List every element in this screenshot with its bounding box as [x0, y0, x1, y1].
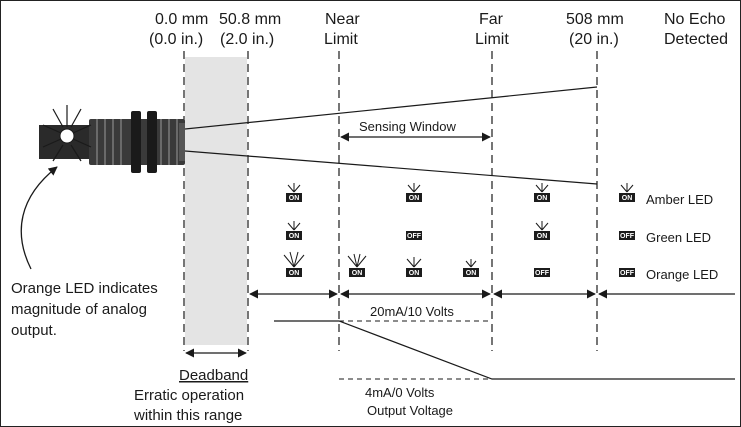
led-state-text: ON	[409, 270, 420, 277]
led-amber-row: ON ON ON ON	[286, 183, 635, 202]
led-amber-beyond: ON	[534, 183, 550, 202]
led-amber-noecho: ON	[619, 183, 635, 202]
led-state-text: ON	[289, 270, 300, 277]
led-green-row: ON OFF ON OFF	[286, 221, 635, 240]
led-state-text: ON	[352, 270, 363, 277]
led-orange-near: ON	[347, 253, 367, 277]
label-deadband-in: (2.0 in.)	[220, 31, 274, 48]
led-state-text: OFF	[407, 233, 422, 240]
led-state-text: ON	[289, 233, 300, 240]
sensor-icon	[39, 105, 185, 173]
led-green-window: OFF	[406, 231, 422, 240]
led-green-beyond: ON	[534, 221, 550, 240]
marker-lines	[183, 51, 598, 351]
led-orange-mid: ON	[406, 257, 422, 277]
led-orange-deadband: ON	[283, 251, 305, 277]
led-state-text: OFF	[620, 270, 635, 277]
label-zero-mm: 0.0 mm	[155, 11, 208, 28]
deadband-region	[185, 57, 247, 345]
label-deadband-mm: 50.8 mm	[219, 11, 281, 28]
output-low-label: 4mA/0 Volts	[365, 385, 435, 400]
led-state-text: ON	[466, 270, 477, 277]
led-amber-window: ON	[406, 183, 422, 202]
output-guides	[339, 320, 492, 380]
label-far-2: Limit	[475, 31, 509, 48]
note-line-1: Orange LED indicates	[11, 280, 158, 297]
sensing-window-label: Sensing Window	[359, 119, 456, 134]
beam-lines	[184, 86, 598, 185]
led-state-text: ON	[537, 233, 548, 240]
led-state-text: OFF	[620, 233, 635, 240]
deadband-line-2: within this range	[133, 407, 242, 424]
led-state-text: ON	[537, 195, 548, 202]
note-line-3: output.	[11, 322, 57, 339]
led-state-text: ON	[622, 195, 633, 202]
output-curve	[274, 320, 735, 380]
led-state-text: ON	[409, 195, 420, 202]
label-near-1: Near	[325, 11, 360, 28]
label-noecho-1: No Echo	[664, 11, 725, 28]
led-green-deadband: ON	[286, 221, 302, 240]
led-orange-beyond: OFF	[534, 268, 550, 277]
note-arrow	[20, 166, 58, 270]
led-state-text: OFF	[535, 270, 550, 277]
legend-green: Green LED	[646, 230, 711, 245]
label-near-2: Limit	[324, 31, 358, 48]
legend-amber: Amber LED	[646, 192, 713, 207]
note-line-2: magnitude of analog	[11, 301, 147, 318]
output-high-label: 20mA/10 Volts	[370, 304, 454, 319]
led-amber-deadband: ON	[286, 183, 302, 202]
led-state-text: ON	[289, 195, 300, 202]
led-green-noecho: OFF	[619, 231, 635, 240]
label-zero-in: (0.0 in.)	[149, 31, 203, 48]
legend-orange: Orange LED	[646, 267, 718, 282]
label-far-1: Far	[479, 11, 504, 28]
label-max-in: (20 in.)	[569, 31, 619, 48]
led-orange-noecho: OFF	[619, 268, 635, 277]
output-voltage-label: Output Voltage	[367, 403, 453, 418]
label-max-mm: 508 mm	[566, 11, 624, 28]
led-orange-far: ON	[463, 259, 479, 277]
label-noecho-2: Detected	[664, 31, 728, 48]
led-orange-row: ON ON ON ON OFF OFF	[283, 251, 635, 277]
deadband-line-1: Erratic operation	[134, 387, 244, 404]
deadband-title: Deadband	[179, 367, 248, 384]
